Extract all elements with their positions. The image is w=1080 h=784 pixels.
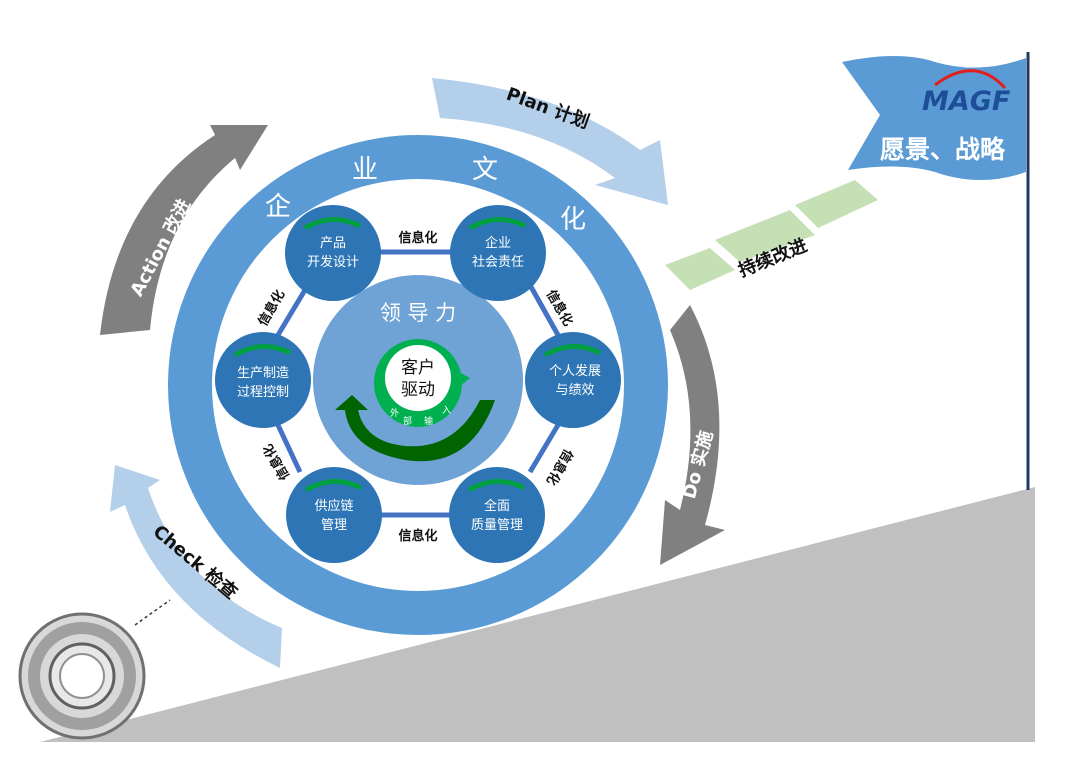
svg-text:驱动: 驱动 <box>401 380 435 400</box>
svg-text:企业: 企业 <box>485 235 511 251</box>
bearing-image <box>18 612 146 740</box>
culture-char: 企 <box>265 192 291 222</box>
link-label: 信息化 <box>543 446 576 488</box>
svg-text:生产制造: 生产制造 <box>237 366 289 381</box>
svg-text:部: 部 <box>403 415 412 427</box>
flag: MAGF 愿景、战略 <box>842 56 1026 180</box>
svg-text:社会责任: 社会责任 <box>472 254 524 270</box>
do-arrow: Do 实施 <box>660 305 725 565</box>
svg-text:全面: 全面 <box>484 498 510 514</box>
customer-driven-center: 客户 驱动 外 部 输 入 <box>335 339 495 462</box>
svg-text:个人发展: 个人发展 <box>549 363 601 379</box>
svg-text:客户: 客户 <box>401 358 435 378</box>
svg-text:输: 输 <box>424 415 433 427</box>
continuous-improvement-arrow: 持续改进 <box>665 180 878 290</box>
svg-text:产品: 产品 <box>320 236 346 251</box>
svg-text:管理: 管理 <box>321 518 347 533</box>
bearing-pointer <box>134 599 171 626</box>
node-manufacturing: 生产制造 过程控制 <box>215 332 311 428</box>
flag-text: 愿景、战略 <box>880 135 1006 164</box>
svg-text:开发设计: 开发设计 <box>307 254 359 270</box>
svg-text:与绩效: 与绩效 <box>555 383 594 398</box>
link-label: 信息化 <box>543 287 576 329</box>
node-supply-chain: 供应链 管理 <box>286 467 382 563</box>
node-total-quality: 全面 质量管理 <box>449 467 545 563</box>
node-personal-development: 个人发展 与绩效 <box>525 332 621 428</box>
slope <box>40 487 1035 742</box>
leadership-label: 领 导 力 <box>380 301 456 325</box>
link-label: 信息化 <box>398 230 437 246</box>
svg-text:外: 外 <box>390 407 399 419</box>
link-label: 信息化 <box>398 528 437 544</box>
culture-ring <box>168 135 668 635</box>
svg-text:质量管理: 质量管理 <box>471 518 523 533</box>
culture-char: 文 <box>472 155 498 185</box>
culture-char: 业 <box>352 155 378 185</box>
hexagon-links <box>275 249 561 518</box>
culture-char: 化 <box>560 205 586 235</box>
svg-text:入: 入 <box>442 405 451 416</box>
svg-text:过程控制: 过程控制 <box>237 385 289 400</box>
flag-logo: MAGF <box>922 86 1011 117</box>
node-product-development: 产品 开发设计 <box>285 205 381 301</box>
node-social-responsibility: 企业 社会责任 <box>450 205 546 301</box>
svg-text:供应链: 供应链 <box>314 498 353 514</box>
